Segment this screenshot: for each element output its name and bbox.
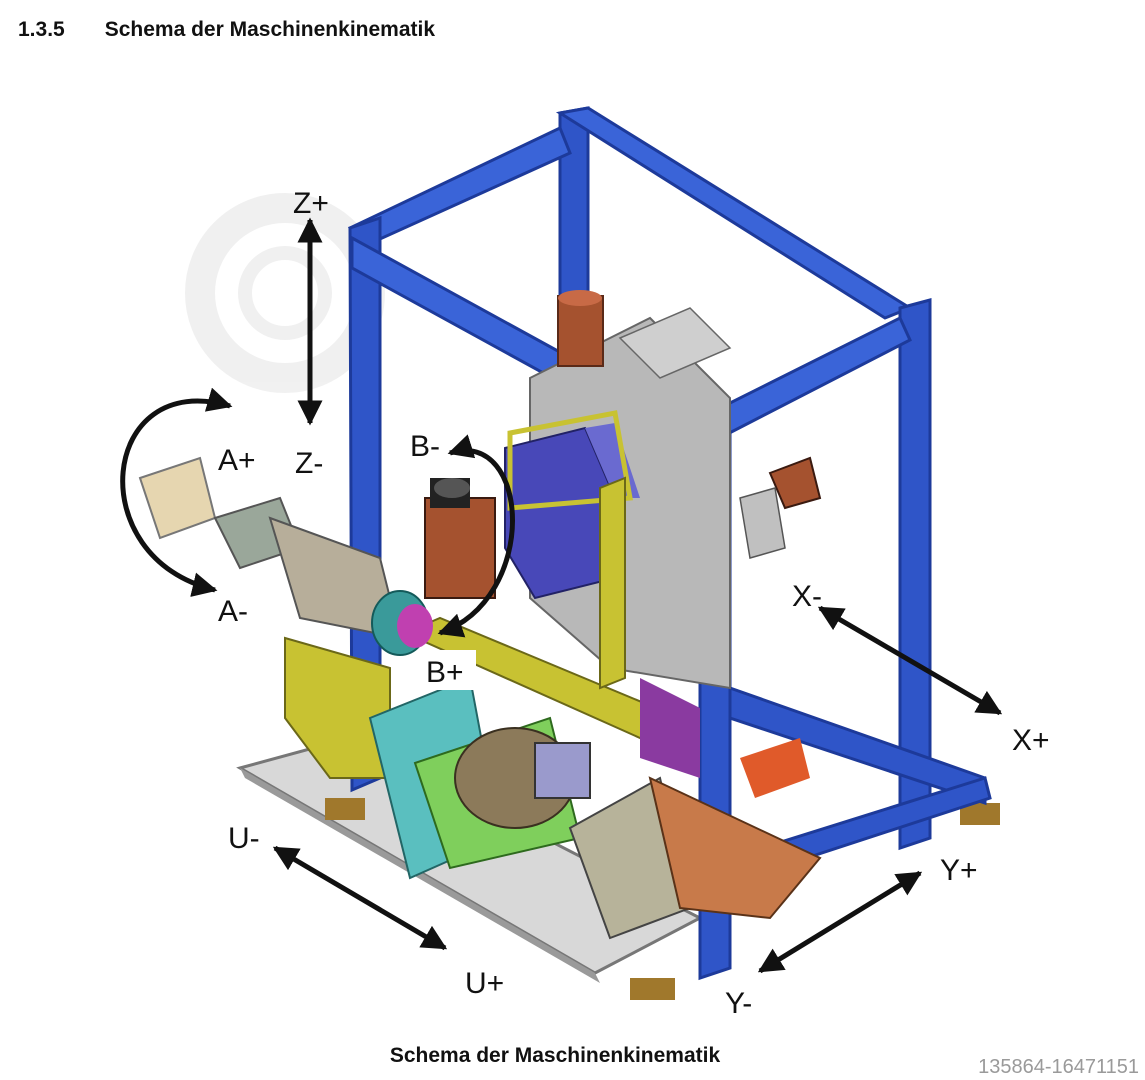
section-heading: 1.3.5 Schema der Maschinenkinematik [18,18,435,42]
foot [325,798,365,820]
foot [960,803,1000,825]
x-axis-arrow [817,605,1003,716]
machine-column [529,307,732,690]
b-minus-label: B- [410,430,440,463]
u-minus-label: U- [228,822,260,855]
b-plus-label: B+ [426,656,464,689]
z-plus-label: Z+ [293,187,329,220]
y-plus-label: Y+ [940,854,978,887]
a-axis-rotary-unit [138,456,433,779]
y-axis-motor [740,738,810,798]
motion-arrows [120,217,1003,974]
x-axis-motor [739,456,822,559]
foot [630,978,675,1000]
y-minus-label: Y- [725,987,752,1020]
reference-number: 135864-16471151 [978,1056,1139,1078]
linear-guides [402,476,700,778]
x-minus-label: X- [792,580,822,613]
figure-caption: Schema der Maschinenkinematik [389,1044,721,1067]
a-minus-label: A- [218,595,248,628]
section-title: Schema der Maschinenkinematik [104,18,436,41]
spindle-motor-housing [504,410,640,600]
spindle-head [424,478,496,599]
z-minus-label: Z- [295,447,323,480]
watermark-gear-icon [185,193,385,393]
y-axis-arrow [757,870,923,974]
workpiece-area [368,676,822,940]
b-axis-arrow [437,434,515,638]
a-axis-arrow [120,387,233,597]
x-plus-label: X+ [1012,724,1050,757]
section-number: 1.3.5 [18,18,65,41]
b-plus-label-bg [418,650,476,690]
u-plus-label: U+ [465,967,504,1000]
u-axis-arrow [272,845,448,951]
z-axis-motor [557,290,604,367]
diagram-canvas: Z+ Z- A+ A- B- B+ X- X+ Y+ Y- U- U+ [120,106,1050,1020]
machine-kinematics-diagram: Z+ Z- A+ A- B- B+ X- X+ Y+ Y- U- U+ [40,78,1090,1028]
a-plus-label: A+ [218,444,256,477]
